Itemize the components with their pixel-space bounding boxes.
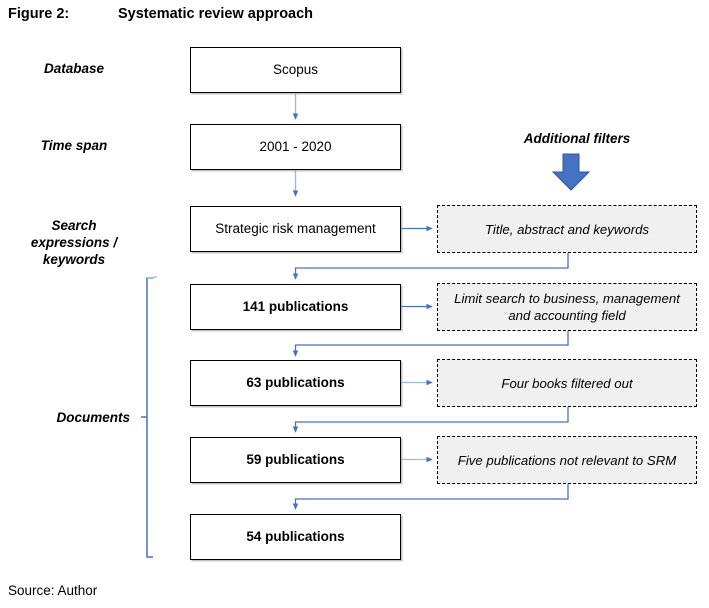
figure-number: Figure 2: xyxy=(8,6,70,22)
filter-box-title-abstract-keywords[interactable]: Title, abstract and keywords xyxy=(437,205,697,253)
stage-label-database: Database xyxy=(18,60,130,77)
flow-box-publications-54-label: 54 publications xyxy=(246,529,345,544)
flow-box-publications-141-label: 141 publications xyxy=(242,299,349,314)
filter-box-not-relevant-text: Five publications not relevant to SRM xyxy=(457,452,677,468)
filter-box-title-abstract-keywords-text: Title, abstract and keywords xyxy=(484,221,650,237)
down-block-arrow-icon xyxy=(551,153,591,191)
connector-filter1-to-141 xyxy=(292,252,569,280)
connector-filter3-to-59 xyxy=(292,407,569,433)
filter-box-business-field[interactable]: Limit search to business, management and… xyxy=(437,283,697,331)
flow-box-publications-59[interactable]: 59 publications xyxy=(190,437,401,483)
stage-label-database-text: Database xyxy=(43,61,105,76)
figure-source: Source: Author xyxy=(8,583,97,598)
filter-box-books[interactable]: Four books filtered out xyxy=(437,359,697,407)
additional-filters-label: Additional filters xyxy=(497,131,657,146)
stage-label-documents: Documents xyxy=(18,410,130,425)
stage-label-documents-text: Documents xyxy=(56,410,130,425)
flow-box-publications-63-label: 63 publications xyxy=(246,375,345,390)
connector-filter2-to-63 xyxy=(292,331,569,357)
stage-label-search-expressions-text: Search expressions / keywords xyxy=(30,218,118,267)
figure-caption: Figure 2: Systematic review approach xyxy=(8,6,698,30)
flow-box-search-term-label: Strategic risk management xyxy=(215,221,376,236)
flow-box-publications-63[interactable]: 63 publications xyxy=(190,360,401,406)
stage-label-time-span-text: Time span xyxy=(40,138,108,153)
figure-source-text: Source: Author xyxy=(8,583,98,598)
flow-box-time-range[interactable]: 2001 - 2020 xyxy=(190,124,401,170)
filter-box-books-text: Four books filtered out xyxy=(501,375,633,391)
flow-box-publications-54[interactable]: 54 publications xyxy=(190,514,401,560)
stage-label-search-expressions: Search expressions / keywords xyxy=(12,200,136,268)
filter-box-not-relevant[interactable]: Five publications not relevant to SRM xyxy=(437,436,697,484)
figure-title: Systematic review approach xyxy=(118,6,314,22)
flow-box-time-range-label: 2001 - 2020 xyxy=(259,139,332,154)
stage-label-time-span: Time span xyxy=(18,137,130,154)
flow-box-scopus[interactable]: Scopus xyxy=(190,47,401,93)
flow-box-publications-59-label: 59 publications xyxy=(246,452,345,467)
flow-box-publications-141[interactable]: 141 publications xyxy=(190,284,401,330)
additional-filters-label-text: Additional filters xyxy=(523,131,631,146)
flow-box-search-term[interactable]: Strategic risk management xyxy=(190,206,401,252)
filter-box-business-field-text: Limit search to business, management and… xyxy=(454,291,680,323)
connector-filter4-to-54 xyxy=(292,484,569,510)
documents-bracket xyxy=(141,276,158,558)
flow-box-scopus-label: Scopus xyxy=(272,62,319,77)
